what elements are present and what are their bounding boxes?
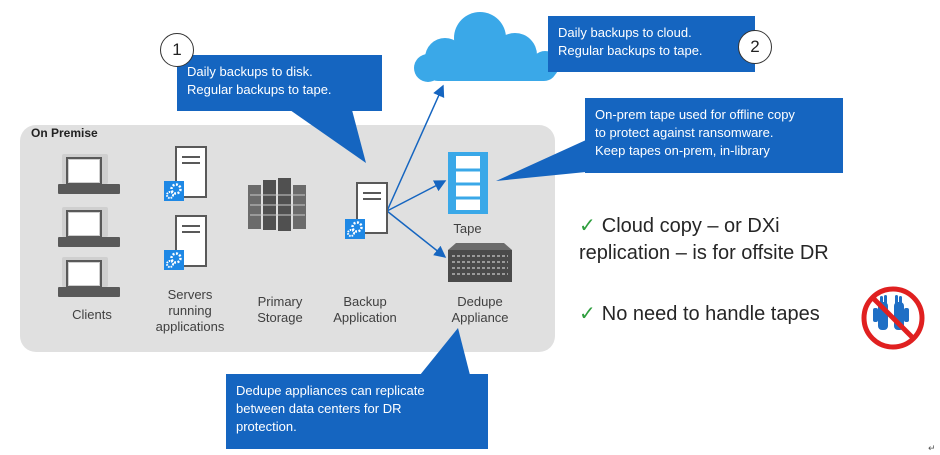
return-mark: ↵ xyxy=(928,443,936,453)
cloud-icon xyxy=(414,12,559,82)
tape-library-icon xyxy=(448,152,488,214)
server-with-gears-icon xyxy=(343,182,388,241)
dedupe-appliance-icon xyxy=(448,243,512,282)
no-hands-icon xyxy=(861,286,925,350)
callout-disk-number: 1 xyxy=(160,33,194,67)
arrow-to-cloud xyxy=(386,84,445,212)
tape-label: Tape xyxy=(453,221,482,236)
bullet-cloud-copy: ✓Cloud copy – or DXi replication – is fo… xyxy=(579,215,829,264)
primary-storage-label: Primary Storage xyxy=(257,294,303,325)
laptop-icon xyxy=(57,153,121,195)
laptop-icon xyxy=(57,206,121,248)
check-icon: ✓ xyxy=(579,303,596,325)
on-premise-label: On Premise xyxy=(31,126,98,140)
callout-cloud-number: 2 xyxy=(738,30,772,64)
callout-cloud: Daily backups to cloud. Regular backups … xyxy=(548,16,755,72)
server-with-gears-icon xyxy=(162,215,207,272)
callout-tape-pointer xyxy=(496,140,586,181)
servers-label: Servers running applications xyxy=(155,287,225,334)
callout-tape: On-prem tape used for offline copy to pr… xyxy=(585,98,843,173)
callout-dedupe: Dedupe appliances can replicate between … xyxy=(226,374,488,449)
bullet-no-tapes: ✓No need to handle tapes xyxy=(579,303,820,325)
arrow-to-dedupe xyxy=(386,210,447,258)
backup-application-label: Backup Application xyxy=(333,294,397,325)
callout-disk: Daily backups to disk. Regular backups t… xyxy=(177,55,382,111)
callout-disk-pointer xyxy=(290,110,366,163)
storage-array-icon xyxy=(248,178,306,231)
laptop-icon xyxy=(57,256,121,298)
server-with-gears-icon xyxy=(162,146,207,203)
clients-label: Clients xyxy=(72,307,112,322)
check-icon: ✓ xyxy=(579,215,596,237)
arrow-to-tape xyxy=(386,180,447,212)
dedupe-appliance-label: Dedupe Appliance xyxy=(451,294,509,325)
callout-dedupe-pointer xyxy=(420,328,470,375)
